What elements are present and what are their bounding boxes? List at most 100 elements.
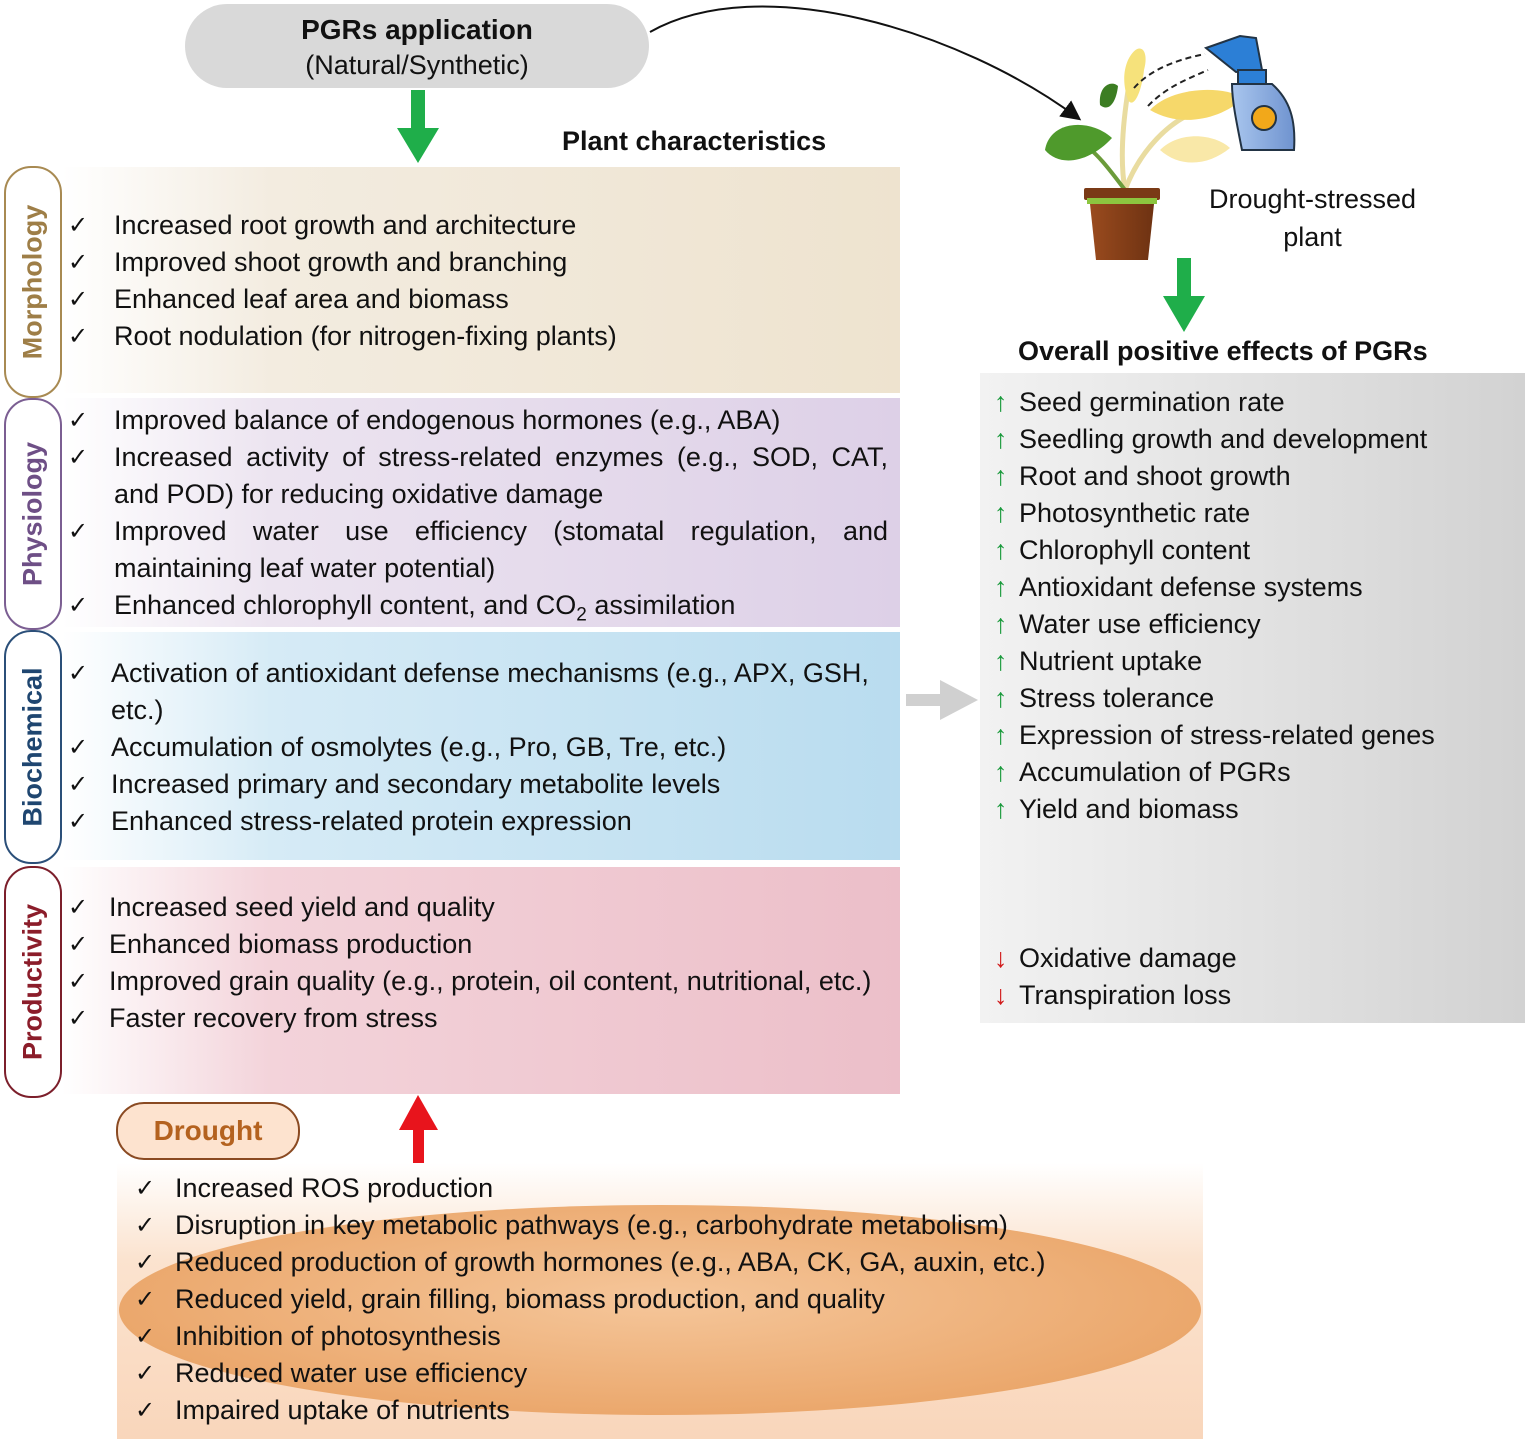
check-icon: ✓	[135, 1249, 156, 1276]
green-up-arrow-icon: ↑	[994, 720, 1008, 750]
green-up-arrow-icon: ↑	[994, 498, 1008, 528]
check-icon: ✓	[68, 808, 89, 835]
list-item: ✓Improved water use efficiency (stomatal…	[68, 513, 888, 587]
biochemical-list: ✓Activation of antioxidant defense mecha…	[68, 655, 900, 840]
effect-item: ↑Expression of stress-related genes	[994, 717, 1435, 754]
productivity-panel	[62, 867, 900, 1094]
check-icon: ✓	[68, 323, 89, 350]
list-item: ✓Reduced yield, grain filling, biomass p…	[135, 1281, 1195, 1318]
list-item: ✓Improved shoot growth and branching	[68, 244, 888, 281]
list-item: ✓Enhanced biomass production	[68, 926, 888, 963]
list-item: ✓Increased primary and secondary metabol…	[68, 766, 900, 803]
positive-effects-list: ↑Seed germination rate↑Seedling growth a…	[994, 384, 1435, 828]
productivity-label: Productivity	[4, 866, 62, 1098]
list-item: ✓Disruption in key metabolic pathways (e…	[135, 1207, 1195, 1244]
list-item: ✓Enhanced leaf area and biomass	[68, 281, 888, 318]
check-icon: ✓	[68, 771, 89, 798]
productivity-list: ✓Increased seed yield and quality ✓Enhan…	[68, 889, 888, 1037]
pgr-application-subtitle: (Natural/Synthetic)	[305, 50, 529, 80]
spray-bottle-icon	[1133, 34, 1296, 151]
effect-item: ↑Stress tolerance	[994, 680, 1435, 717]
drought-label: Drought	[116, 1102, 300, 1160]
effects-title: Overall positive effects of PGRs	[1018, 336, 1428, 366]
morphology-panel	[62, 167, 900, 393]
green-up-arrow-icon: ↑	[994, 387, 1008, 417]
effect-item: ↓Transpiration loss	[994, 977, 1237, 1014]
green-up-arrow-icon: ↑	[994, 757, 1008, 787]
check-icon: ✓	[135, 1397, 156, 1424]
physiology-panel	[62, 398, 900, 627]
effect-item: ↑Seedling growth and development	[994, 421, 1435, 458]
physiology-list: ✓Improved balance of endogenous hormones…	[68, 402, 888, 633]
check-icon: ✓	[68, 444, 89, 471]
green-up-arrow-icon: ↑	[994, 646, 1008, 676]
check-icon: ✓	[68, 592, 89, 619]
list-item: ✓Increased ROS production	[135, 1170, 1195, 1207]
check-icon: ✓	[68, 407, 89, 434]
list-item: ✓Faster recovery from stress	[68, 1000, 888, 1037]
green-up-arrow-icon: ↑	[994, 461, 1008, 491]
check-icon: ✓	[135, 1212, 156, 1239]
effect-item: ↑Nutrient uptake	[994, 643, 1435, 680]
pgr-application-pill: PGRs application (Natural/Synthetic)	[185, 4, 649, 88]
biochemical-panel	[62, 632, 900, 860]
green-up-arrow-icon: ↑	[994, 609, 1008, 639]
green-up-arrow-icon: ↑	[994, 535, 1008, 565]
green-up-arrow-icon: ↑	[994, 794, 1008, 824]
reduced-effects-list: ↓Oxidative damage↓Transpiration loss	[994, 940, 1237, 1014]
effect-item: ↑Chlorophyll content	[994, 532, 1435, 569]
effect-item: ↑Yield and biomass	[994, 791, 1435, 828]
list-item: ✓Enhanced chlorophyll content, and CO2 a…	[68, 587, 888, 633]
list-item: ✓Impaired uptake of nutrients	[135, 1392, 1195, 1429]
effects-panel	[980, 373, 1525, 1023]
morphology-list: ✓Increased root growth and architecture …	[68, 207, 888, 355]
check-icon: ✓	[68, 212, 89, 239]
check-icon: ✓	[68, 968, 89, 995]
list-item: ✓Improved grain quality (e.g., protein, …	[68, 963, 888, 1000]
effect-item: ↑Accumulation of PGRs	[994, 754, 1435, 791]
check-icon: ✓	[68, 734, 89, 761]
effect-item: ↑Root and shoot growth	[994, 458, 1435, 495]
drought-zone	[117, 1163, 1203, 1439]
green-up-arrow-icon: ↑	[994, 572, 1008, 602]
red-arrow-up-icon	[399, 1095, 438, 1168]
check-icon: ✓	[135, 1175, 156, 1202]
pgr-application-title: PGRs application	[301, 14, 533, 45]
check-icon: ✓	[68, 931, 89, 958]
list-item: ✓Enhanced stress-related protein express…	[68, 803, 900, 840]
check-icon: ✓	[68, 1005, 89, 1032]
connector-curve	[649, 5, 1082, 121]
check-icon: ✓	[68, 660, 89, 687]
green-up-arrow-icon: ↑	[994, 424, 1008, 454]
effect-item: ↑Seed germination rate	[994, 384, 1435, 421]
check-icon: ✓	[68, 249, 89, 276]
list-item: ✓Root nodulation (for nitrogen-fixing pl…	[68, 318, 888, 355]
drought-effects-list: ✓Increased ROS production✓Disruption in …	[135, 1170, 1195, 1429]
list-item: ✓Increased root growth and architecture	[68, 207, 888, 244]
list-item: ✓Increased seed yield and quality	[68, 889, 888, 926]
list-item: ✓Reduced production of growth hormones (…	[135, 1244, 1195, 1281]
list-item: ✓Increased activity of stress-related en…	[68, 439, 888, 513]
list-item: ✓Accumulation of osmolytes (e.g., Pro, G…	[68, 729, 900, 766]
check-icon: ✓	[135, 1360, 156, 1387]
morphology-label: Morphology	[4, 166, 62, 398]
check-icon: ✓	[135, 1323, 156, 1350]
effect-item: ↑Antioxidant defense systems	[994, 569, 1435, 606]
drought-stressed-plant-label: Drought-stressed plant	[1208, 184, 1417, 252]
check-icon: ✓	[68, 286, 89, 313]
list-item: ✓Improved balance of endogenous hormones…	[68, 402, 888, 439]
green-arrow-down-icon	[1163, 258, 1205, 332]
check-icon: ✓	[68, 518, 89, 545]
list-item: ✓Inhibition of photosynthesis	[135, 1318, 1195, 1355]
effect-item: ↑Photosynthetic rate	[994, 495, 1435, 532]
physiology-label: Physiology	[4, 398, 62, 630]
gray-arrow-right-icon	[906, 680, 978, 720]
red-down-arrow-icon: ↓	[994, 980, 1008, 1010]
biochemical-label: Biochemical	[4, 630, 62, 864]
potted-plant-icon	[1045, 48, 1244, 260]
green-arrow-down-icon	[397, 90, 439, 163]
green-up-arrow-icon: ↑	[994, 683, 1008, 713]
plant-characteristics-title: Plant characteristics	[562, 126, 827, 156]
cracked-soil-ellipse	[119, 1205, 1201, 1415]
